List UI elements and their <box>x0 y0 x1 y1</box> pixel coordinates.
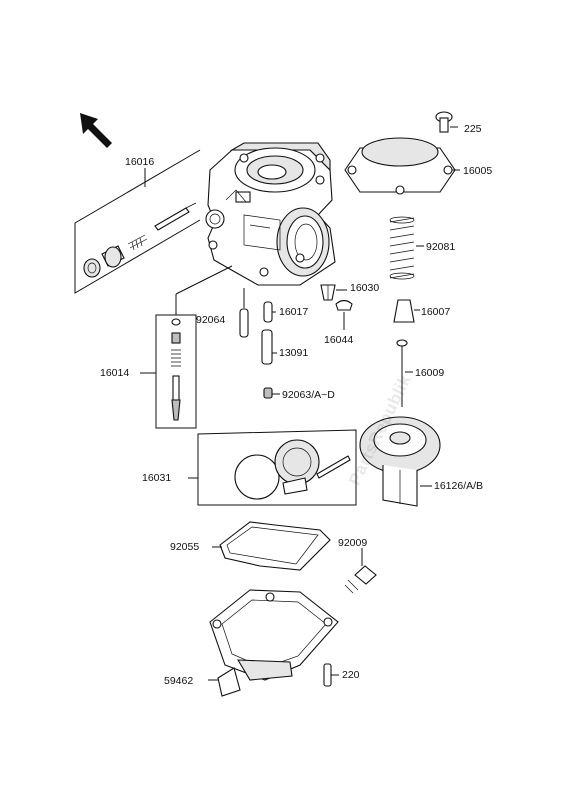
part-16126 <box>359 416 441 507</box>
part-220 <box>323 663 339 687</box>
part-92009 <box>344 548 377 594</box>
label-16017: 16017 <box>279 306 309 318</box>
carburetor-body <box>205 142 336 286</box>
part-16009 <box>396 339 413 407</box>
direction-arrow-icon <box>80 113 112 148</box>
label-92063: 92063/A~D <box>282 389 335 401</box>
part-92055 <box>212 521 331 571</box>
label-16009: 16009 <box>415 367 445 379</box>
part-92081 <box>389 216 424 280</box>
label-16126: 16126/A/B <box>434 480 484 492</box>
label-16031: 16031 <box>142 472 172 484</box>
part-group-16031 <box>188 429 357 506</box>
label-92081: 92081 <box>426 241 456 253</box>
label-59462: 59462 <box>164 675 194 687</box>
part-group-16016 <box>74 149 201 294</box>
part-92064 <box>239 288 249 338</box>
label-16030: 16030 <box>350 282 380 294</box>
part-group-16014 <box>140 265 233 429</box>
label-16016: 16016 <box>125 156 155 168</box>
label-16044: 16044 <box>324 334 354 346</box>
label-225: 225 <box>464 123 482 135</box>
label-16005: 16005 <box>463 165 493 177</box>
part-16005 <box>344 137 460 195</box>
label-92064: 92064 <box>196 314 226 326</box>
label-16014: 16014 <box>100 367 130 379</box>
part-59462 <box>208 667 241 697</box>
label-92055: 92055 <box>170 541 200 553</box>
float-bowl <box>209 589 339 681</box>
part-13091 <box>261 329 277 365</box>
label-92009: 92009 <box>338 537 368 549</box>
label-220: 220 <box>342 669 360 681</box>
part-225 <box>435 111 458 133</box>
part-16007 <box>393 299 420 323</box>
part-16030 <box>320 284 347 301</box>
part-16044 <box>335 299 353 330</box>
label-13091: 13091 <box>279 347 309 359</box>
part-16017 <box>263 301 276 323</box>
label-16007: 16007 <box>421 306 451 318</box>
part-92063 <box>263 387 280 399</box>
